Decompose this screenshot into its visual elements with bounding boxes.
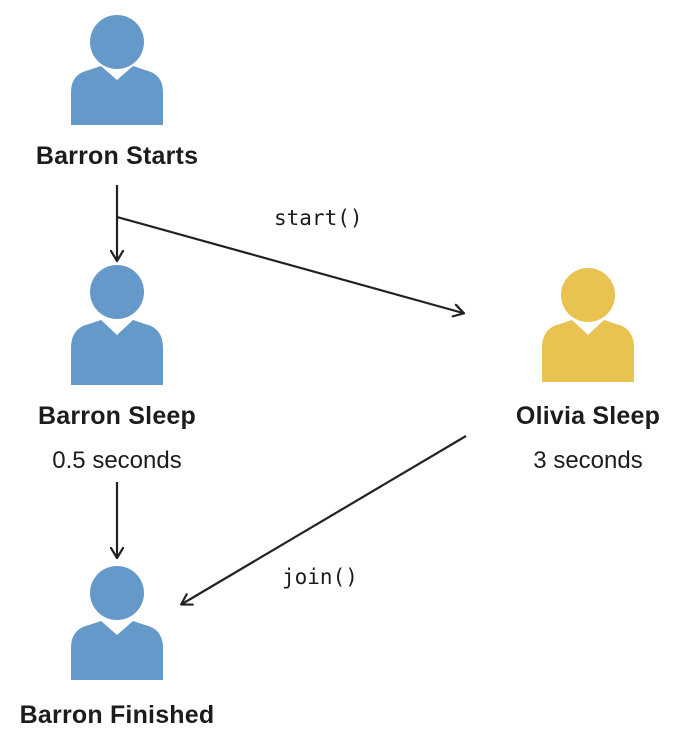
barron-starts-label: Barron Starts — [35, 142, 199, 170]
arrow-start-to-olivia — [116, 215, 463, 313]
barron-finished-label: Barron Finished — [19, 701, 215, 729]
barron-sleep-person-icon — [71, 265, 163, 385]
barron-starts-person-icon — [71, 15, 163, 125]
join-call-label: join() — [282, 565, 358, 589]
start-call-label: start() — [274, 206, 363, 230]
olivia-sleep-label: Olivia Sleep — [515, 402, 661, 430]
olivia-sleep-person-icon — [542, 268, 634, 382]
barron-sleep-duration: 0.5 seconds — [52, 447, 182, 474]
barron-sleep-label: Barron Sleep — [37, 402, 197, 430]
olivia-sleep-duration: 3 seconds — [533, 447, 643, 474]
barron-finished-person-icon — [71, 566, 163, 680]
arrow-olivia-join-to-finished — [182, 435, 467, 604]
